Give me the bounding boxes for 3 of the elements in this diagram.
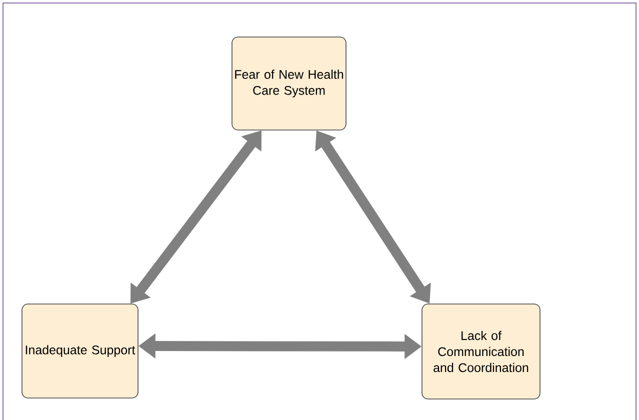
concept-box: Inadequate Support (22, 304, 138, 398)
concept-box: Fear of New Health Care System (232, 36, 346, 130)
concept-box: Lack of Communication and Coordination (422, 304, 540, 400)
